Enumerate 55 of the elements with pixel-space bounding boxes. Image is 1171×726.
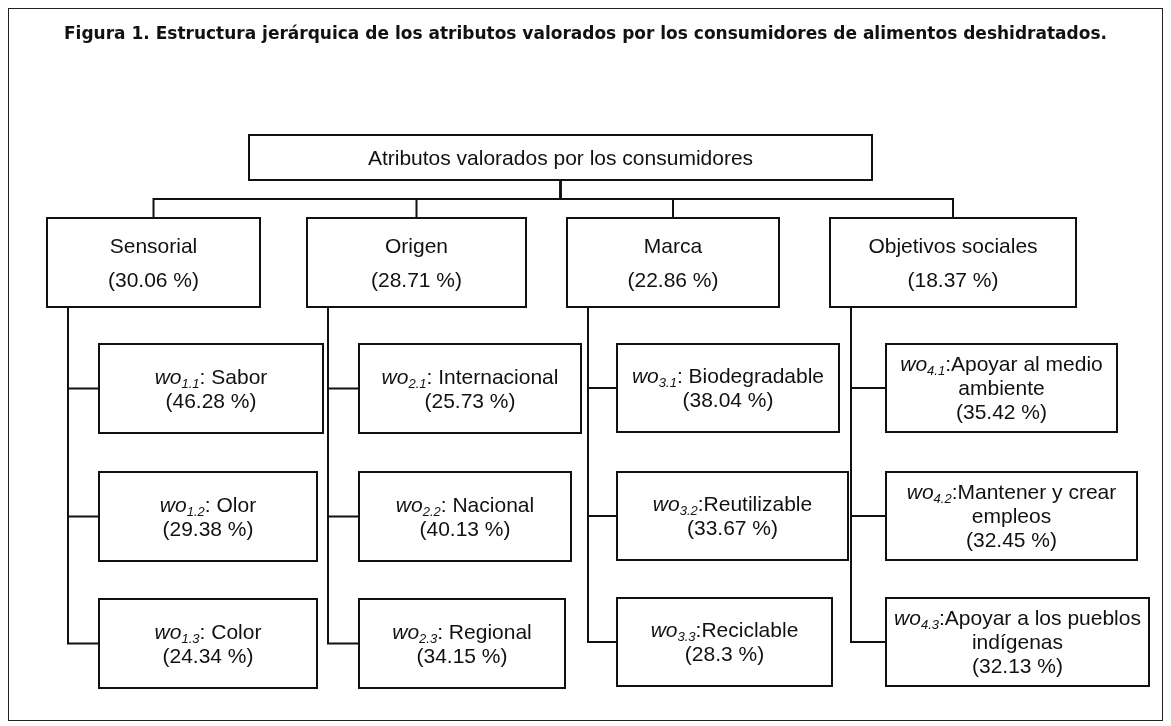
connector-line — [327, 307, 359, 645]
attribute-box — [358, 471, 572, 562]
connector-line — [587, 307, 617, 643]
node-label: Origen — [385, 232, 448, 259]
category-box — [566, 217, 780, 308]
connector-line — [67, 307, 99, 645]
weight-value: (25.73 %) — [424, 388, 516, 413]
node-label: wo$_{4.3}$:Apoyar a los pueblos indígenas — [893, 606, 1142, 654]
weight-value: (24.34 %) — [162, 643, 254, 668]
node-label: wo$_{4.2}$:Mantener y crear empleos — [905, 480, 1118, 528]
attribute-box — [616, 343, 840, 433]
weight-value: (30.06 %) — [107, 266, 199, 293]
node-label: wo$_{1.3}$: Color — [154, 619, 262, 644]
attribute-box — [358, 598, 566, 689]
attribute-box — [98, 598, 318, 689]
attribute-box — [885, 343, 1118, 433]
attribute-box — [98, 343, 324, 434]
root-box — [248, 134, 873, 181]
node-label: wo$_{2.3}$: Regional — [392, 619, 532, 644]
category-box — [46, 217, 261, 308]
node-label: wo$_{3.2}$:Reutilizable — [652, 492, 813, 516]
weight-value: (29.38 %) — [162, 516, 254, 541]
figure-title: Figura 1. Estructura jerárquica de los atributos valorados por los consumidores de alimentos deshidratados. — [63, 22, 1108, 45]
category-box — [829, 217, 1077, 308]
attribute-box — [885, 597, 1150, 687]
weight-value: (33.67 %) — [686, 516, 778, 540]
attribute-box — [98, 471, 318, 562]
attribute-box — [885, 471, 1138, 561]
node-label: wo$_{1.2}$: Olor — [159, 492, 257, 517]
node-label: Marca — [643, 232, 703, 259]
weight-value: (32.45 %) — [965, 528, 1057, 552]
node-label: wo$_{4.1}$:Apoyar al medio ambiente — [899, 352, 1104, 400]
weight-value: (40.13 %) — [419, 516, 511, 541]
node-label: Atributos valorados por los consumidores — [367, 145, 754, 170]
weight-value: (32.13 %) — [971, 654, 1063, 678]
weight-value: (46.28 %) — [165, 388, 257, 413]
category-box — [306, 217, 527, 308]
node-label: wo$_{3.3}$:Reciclable — [650, 618, 799, 642]
weight-value: (22.86 %) — [627, 266, 719, 293]
attribute-box — [358, 343, 582, 434]
node-label: wo$_{2.1}$: Internacional — [381, 364, 559, 389]
weight-value: (28.71 %) — [370, 266, 462, 293]
weight-value: (18.37 %) — [907, 266, 999, 293]
node-label: wo$_{3.1}$: Biodegradable — [631, 364, 825, 388]
node-label: Objetivos sociales — [868, 232, 1038, 259]
attribute-box — [616, 597, 833, 687]
weight-value: (38.04 %) — [682, 388, 774, 412]
connector-line — [559, 180, 954, 218]
node-label: wo$_{1.1}$: Sabor — [154, 364, 268, 389]
node-label: Sensorial — [109, 232, 198, 259]
weight-value: (35.42 %) — [955, 400, 1047, 424]
node-label: wo$_{2.2}$: Nacional — [395, 492, 535, 517]
weight-value: (34.15 %) — [416, 643, 508, 668]
attribute-box — [616, 471, 849, 561]
weight-value: (28.3 %) — [684, 642, 765, 666]
